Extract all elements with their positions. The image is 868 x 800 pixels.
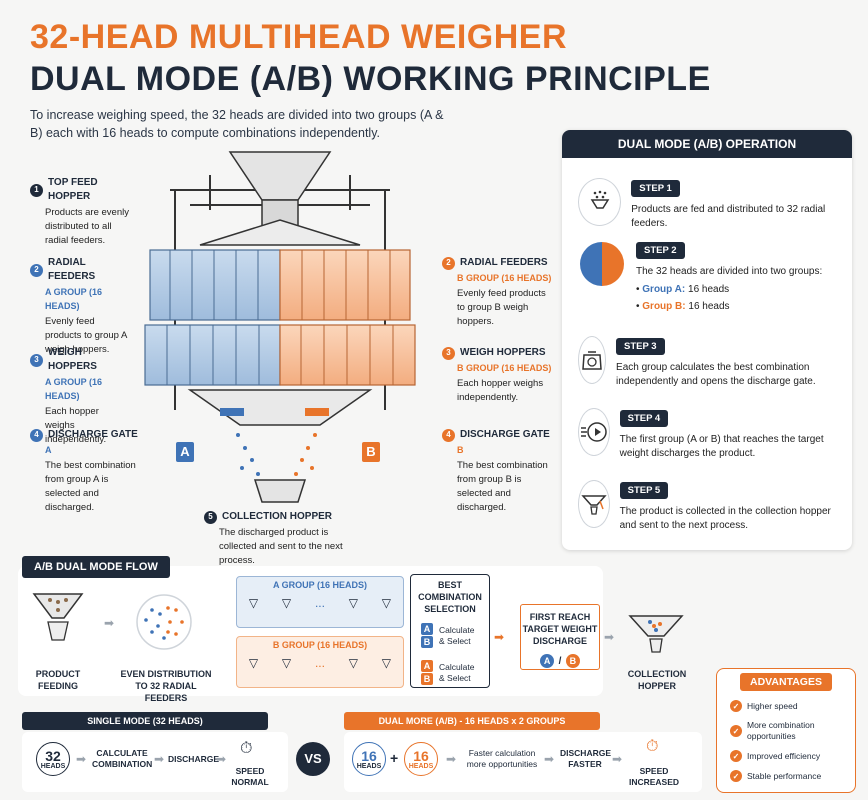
dual-discharge: DISCHARGE FASTER xyxy=(560,748,612,769)
title-line2: DUAL MODE (A/B) WORKING PRINCIPLE xyxy=(30,60,711,98)
hopper-icon: ▽ xyxy=(381,656,392,670)
operation-title: DUAL MODE (A/B) OPERATION xyxy=(562,130,852,158)
dual-faster: Faster calculation more opportunities xyxy=(466,748,538,769)
single-mode-title: SINGLE MODE (32 HEADS) xyxy=(22,712,268,730)
hopper-icon: ▽ xyxy=(348,596,358,610)
plus-sign: + xyxy=(390,750,399,766)
product-feeding-label: PRODUCT FEEDING xyxy=(35,669,81,691)
top-feed-hopper xyxy=(228,151,332,201)
radial-feeders-b xyxy=(279,249,411,321)
check-icon: ✓ xyxy=(730,700,742,712)
feed-hopper-icon xyxy=(578,178,622,226)
check-icon: ✓ xyxy=(730,750,742,762)
hopper-icon: ▽ xyxy=(348,656,358,670)
group-a-marker: A xyxy=(176,442,194,462)
weigh-hoppers-b xyxy=(279,324,416,386)
discharge-gate-a xyxy=(220,408,244,416)
scale-icon xyxy=(578,336,607,384)
hopper-icon: ▽ xyxy=(381,596,392,610)
advantages-title: ADVANTAGES xyxy=(740,673,832,691)
fast-play-icon xyxy=(578,408,610,456)
title-line1: 32-HEAD MULTIHEAD WEIGHER xyxy=(30,18,567,56)
advantage-item: ✓Higher speed xyxy=(730,700,850,712)
dual-speed: SPEED INCREASED xyxy=(628,766,680,787)
radial-feeders-a xyxy=(149,249,281,321)
flow-group-b: B GROUP (16 HEADS) ▽▽...▽▽ xyxy=(236,636,404,688)
hopper-icon: ▽ xyxy=(248,596,259,610)
dual-mode-title: DUAL MORE (A/B) - 16 HEADS x 2 GROUPS xyxy=(344,712,600,730)
flow-arrow: ➡ xyxy=(494,630,505,644)
weigh-hoppers-a xyxy=(144,324,281,386)
collection-hopper-icon xyxy=(578,480,610,528)
collection-label: COLLECTION HOPPER xyxy=(627,669,687,691)
single-speed: SPEED NORMAL xyxy=(231,766,269,787)
stopwatch-icon: ⏱ xyxy=(646,738,659,755)
even-distribution-label: EVEN DISTRIBUTION TO 32 RADIAL FEEDERS xyxy=(120,669,212,703)
hopper-icon: ▽ xyxy=(281,596,292,610)
split-circle-icon xyxy=(578,240,626,288)
product-feeding-icon xyxy=(32,593,84,641)
step-2: STEP 2 The 32 heads are divided into two… xyxy=(578,240,840,314)
check-icon: ✓ xyxy=(730,770,742,782)
single-calc: CALCULATE COMBINATION xyxy=(92,748,153,769)
collection-hopper-flow-icon xyxy=(628,615,684,653)
flow-title: A/B DUAL MODE FLOW xyxy=(22,556,170,578)
first-reach-box: FIRST REACH TARGET WEIGHT DISCHARGE A / … xyxy=(520,604,600,670)
advantage-item: ✓Improved efficiency xyxy=(730,750,850,762)
advantage-item: ✓More combination opportunities xyxy=(730,720,850,742)
flow-arrow: ➡ xyxy=(104,616,115,630)
single-discharge: DISCHARGE xyxy=(168,754,220,764)
multihead-weigher-illustration xyxy=(144,151,416,503)
hopper-icon: ▽ xyxy=(248,656,259,670)
discharge-gate-b xyxy=(305,408,329,416)
flow-arrow: ➡ xyxy=(604,630,615,644)
intro-text: To increase weighing speed, the 32 heads… xyxy=(30,108,444,140)
advantages-list: ✓Higher speed ✓More combination opportun… xyxy=(730,700,850,782)
flow-group-a: A GROUP (16 HEADS) ▽▽...▽▽ xyxy=(236,576,404,628)
vs-badge: VS xyxy=(296,742,330,776)
hopper-icon: ▽ xyxy=(281,656,292,670)
dual-mode-box xyxy=(344,732,702,792)
stopwatch-icon: ⏱ xyxy=(240,740,253,757)
collection-hopper xyxy=(253,479,307,503)
advantage-item: ✓Stable performance xyxy=(730,770,850,782)
check-icon: ✓ xyxy=(730,725,742,737)
group-b-marker: B xyxy=(362,442,380,462)
radial-distribution-icon xyxy=(136,594,192,650)
